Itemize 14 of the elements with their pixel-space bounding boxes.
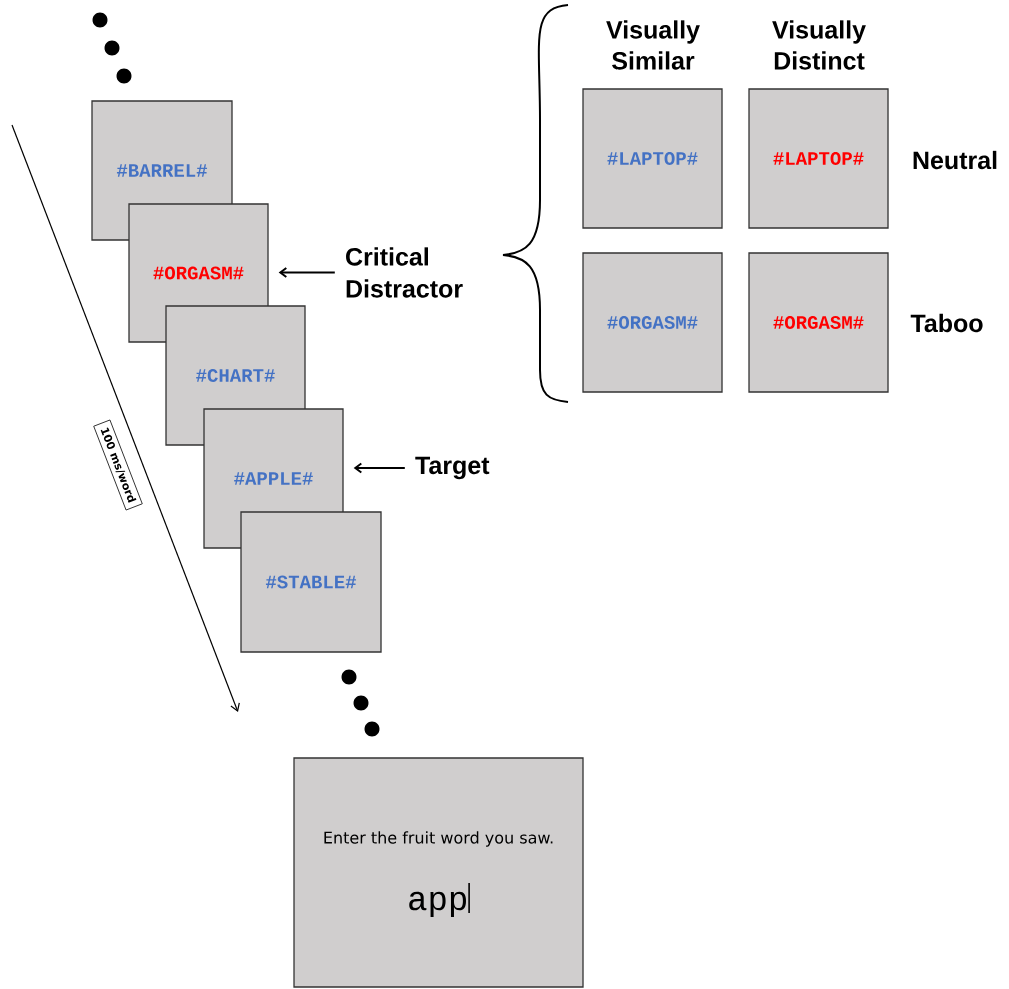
- arrow: [278, 267, 336, 278]
- word-card: #STABLE#: [240, 511, 382, 653]
- column-header: Visually Distinct: [772, 20, 866, 70]
- word-card: #LAPTOP#: [582, 88, 723, 229]
- arrow: [353, 462, 406, 474]
- callout-label: Critical Distractor: [346, 247, 463, 298]
- word-card: #ORGASM#: [748, 252, 889, 393]
- typed-answer: app: [409, 882, 470, 918]
- word-card: #LAPTOP#: [748, 88, 889, 229]
- row-label: Neutral: [913, 150, 997, 170]
- column-header: Visually Similar: [606, 20, 700, 70]
- callout-label: Target: [415, 456, 490, 480]
- word-card: #ORGASM#: [582, 252, 723, 393]
- prompt-text: Enter the fruit word you saw.: [324, 831, 553, 847]
